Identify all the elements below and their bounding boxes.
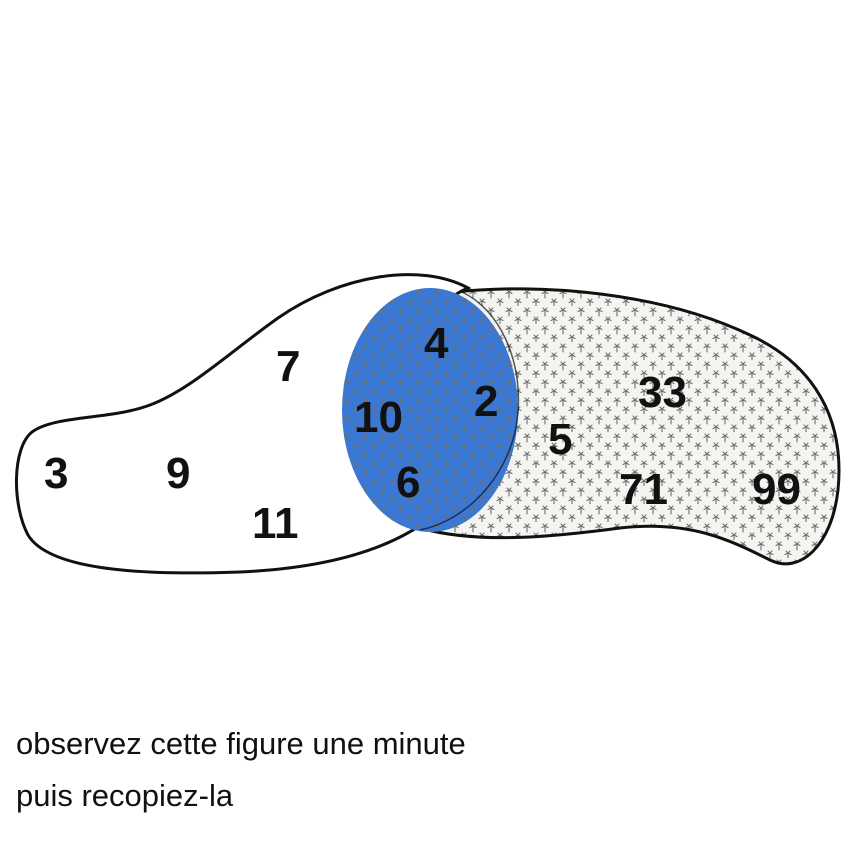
intersection-region — [342, 288, 520, 532]
number-4: 4 — [424, 319, 449, 368]
number-6: 6 — [396, 458, 420, 507]
instruction-line-2: puis recopiez-la — [16, 778, 234, 813]
number-3: 3 — [44, 449, 68, 498]
instruction-line-1: observez cette figure une minute — [16, 726, 466, 761]
number-9: 9 — [166, 449, 190, 498]
number-11: 11 — [252, 499, 299, 548]
number-2: 2 — [474, 377, 498, 426]
number-33: 33 — [638, 368, 687, 417]
number-7: 7 — [276, 342, 300, 391]
number-5: 5 — [548, 415, 572, 464]
number-99: 99 — [752, 465, 801, 514]
venn-diagram: 3 9 7 11 4 10 2 6 5 33 71 99 — [14, 273, 841, 575]
number-10: 10 — [354, 393, 403, 442]
number-71: 71 — [619, 465, 668, 514]
instructions: observez cette figure une minute puis re… — [16, 718, 856, 822]
